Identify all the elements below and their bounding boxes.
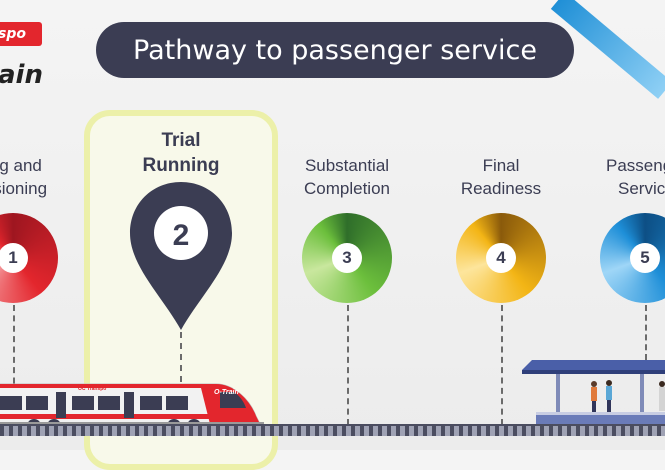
railway-track (0, 426, 665, 436)
location-pin-icon (130, 182, 232, 330)
stage-3-label: Substantial Completion (304, 156, 390, 198)
train-brand-label: OC Transpo (78, 386, 107, 392)
stage-4-connector (501, 305, 503, 425)
oc-transpo-logo: spo (0, 22, 42, 46)
train-logo-label: O-Train (214, 389, 239, 396)
page-title: Pathway to passenger service (96, 22, 574, 78)
rail (0, 424, 665, 427)
stage-2-label: Trial Running (142, 130, 220, 176)
stage-3-number: 3 (332, 243, 362, 273)
stage-2-connector (180, 332, 182, 382)
stage-5-number: 5 (630, 243, 660, 273)
stage-1-connector (13, 305, 15, 425)
stage-5-connector (645, 305, 647, 360)
stage-4-label: Final Readiness (460, 156, 542, 198)
stage-4-number: 4 (486, 243, 516, 273)
stage-1-number: 1 (0, 243, 28, 273)
stage-5-label: Passeng Servic (606, 156, 665, 198)
station-platform-illustration (522, 360, 665, 428)
stage-3-connector (347, 305, 349, 425)
stage-2-number: 2 (172, 219, 190, 252)
stage-1-label: ing and issioning (0, 156, 48, 198)
otrain-logo: ain (0, 60, 43, 90)
